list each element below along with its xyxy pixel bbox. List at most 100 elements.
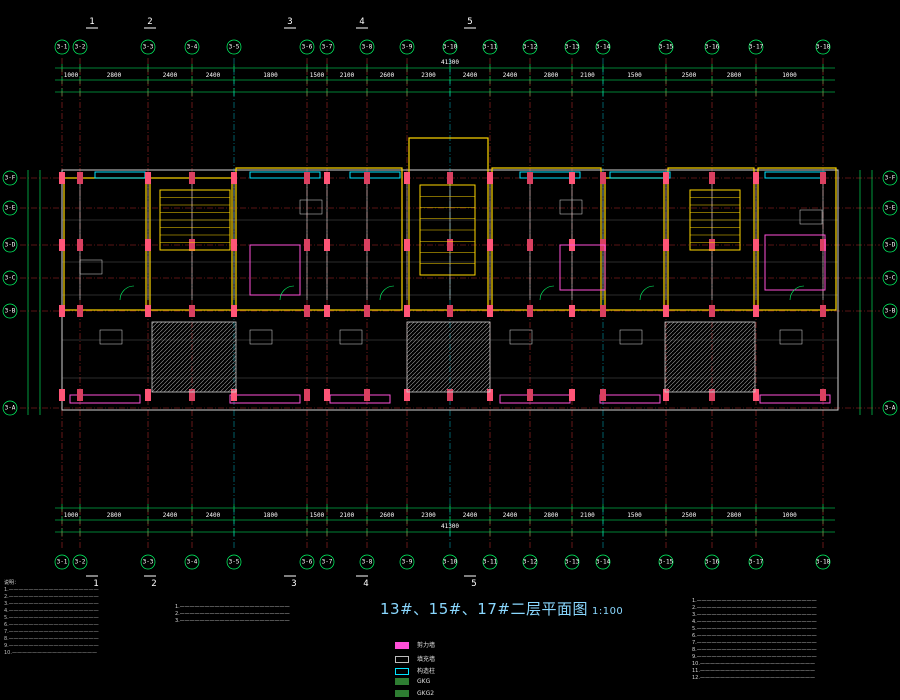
column bbox=[447, 389, 453, 401]
hatched-rooms bbox=[151, 321, 756, 393]
grid-bubble-label: 3-1 bbox=[57, 44, 68, 51]
grid-bubble-label: 3-F bbox=[885, 175, 896, 182]
grid-bubble bbox=[2, 303, 18, 319]
column bbox=[753, 172, 759, 184]
grid-bubble bbox=[54, 554, 70, 570]
legend-label: 剪力墙 bbox=[417, 642, 436, 649]
grid-bubble bbox=[140, 554, 156, 570]
section-mark: 1 bbox=[89, 17, 94, 27]
grid-bubble-label: 3-8 bbox=[362, 559, 373, 566]
grid-bubble-label: 3-14 bbox=[596, 44, 611, 51]
furniture bbox=[339, 329, 363, 345]
highlight-frame bbox=[249, 244, 301, 296]
grid-bubble-label: 3-B bbox=[5, 308, 16, 315]
grid-bubble-label: 3-6 bbox=[302, 44, 313, 51]
segment-dimension: 1800 bbox=[263, 72, 278, 79]
grid-bubble bbox=[704, 39, 720, 55]
column bbox=[231, 172, 237, 184]
grid-bubble-label: 3-3 bbox=[143, 559, 154, 566]
grid-bubble bbox=[815, 554, 831, 570]
segment-dimension: 2800 bbox=[544, 72, 559, 79]
furniture bbox=[299, 199, 323, 215]
column bbox=[324, 172, 330, 184]
segment-dimension: 2500 bbox=[682, 512, 697, 519]
grid-bubble-label: 3-F bbox=[5, 175, 16, 182]
segment-dimension: 2400 bbox=[463, 72, 478, 79]
column bbox=[324, 305, 330, 317]
grid-bubble bbox=[522, 554, 538, 570]
balcony bbox=[69, 394, 141, 404]
segment-dimension: 2400 bbox=[503, 72, 518, 79]
grid-bubble bbox=[359, 554, 375, 570]
segment-dimension: 2400 bbox=[206, 512, 221, 519]
balcony bbox=[609, 171, 671, 179]
balcony bbox=[94, 171, 146, 179]
grid-bubble bbox=[72, 554, 88, 570]
column bbox=[753, 305, 759, 317]
grid-bubble-label: 3-2 bbox=[75, 44, 86, 51]
section-mark: 2 bbox=[151, 579, 156, 589]
segment-dimension: 2100 bbox=[580, 512, 595, 519]
column bbox=[404, 172, 410, 184]
grid-bubble-label: 3-4 bbox=[187, 44, 198, 51]
grid-bubble-label: 3-8 bbox=[362, 44, 373, 51]
column bbox=[189, 389, 195, 401]
column bbox=[145, 305, 151, 317]
grid-bubble-label: 3-A bbox=[885, 405, 896, 412]
section-mark: 4 bbox=[363, 579, 368, 589]
column bbox=[364, 305, 370, 317]
hatched-room bbox=[406, 321, 491, 393]
grid-bubble bbox=[882, 270, 898, 286]
column bbox=[600, 305, 606, 317]
segment-dimension: 2100 bbox=[340, 512, 355, 519]
column bbox=[304, 305, 310, 317]
grid-bubble bbox=[226, 39, 242, 55]
grid-bubble-label: 3-16 bbox=[705, 44, 720, 51]
column bbox=[59, 389, 65, 401]
grid-bubble bbox=[704, 554, 720, 570]
legend-item-4: GKG bbox=[395, 678, 430, 685]
grid-bubble bbox=[399, 39, 415, 55]
grid-bubble bbox=[359, 39, 375, 55]
segment-dimension: 2300 bbox=[421, 72, 436, 79]
column bbox=[77, 389, 83, 401]
segment-dimension: 2400 bbox=[163, 72, 178, 79]
segment-dimension: 2100 bbox=[580, 72, 595, 79]
grid-bubble-label: 3-17 bbox=[749, 44, 764, 51]
grid-bubble-label: 3-1 bbox=[57, 559, 68, 566]
furniture bbox=[799, 209, 823, 225]
unit-walls bbox=[235, 167, 403, 311]
legend-label: 填充墙 bbox=[417, 656, 436, 663]
door-swing bbox=[789, 285, 805, 301]
section-mark: 5 bbox=[467, 17, 472, 27]
notes-mid: 1.—————————————————————— 2.—————————————… bbox=[175, 604, 290, 624]
grid-bubble bbox=[140, 39, 156, 55]
legend-label: GKG bbox=[417, 678, 431, 685]
column bbox=[569, 305, 575, 317]
grid-bubble-label: 3-10 bbox=[443, 44, 458, 51]
segment-dimension: 2600 bbox=[380, 512, 395, 519]
column bbox=[820, 389, 826, 401]
column bbox=[709, 305, 715, 317]
grid-bubble bbox=[442, 554, 458, 570]
column bbox=[663, 389, 669, 401]
column bbox=[145, 172, 151, 184]
segment-dimension: 2400 bbox=[503, 512, 518, 519]
legend-item-1: 剪力墙 bbox=[395, 640, 435, 649]
grid-bubble-label: 3-11 bbox=[483, 559, 498, 566]
column bbox=[189, 239, 195, 251]
column bbox=[709, 172, 715, 184]
grid-bubble-label: 3-9 bbox=[402, 559, 413, 566]
legend-label: GKG2 bbox=[417, 690, 435, 697]
segment-dimension: 2300 bbox=[421, 512, 436, 519]
column bbox=[709, 389, 715, 401]
segment-dimension: 2800 bbox=[727, 72, 742, 79]
segment-dimension: 1500 bbox=[627, 72, 642, 79]
balcony bbox=[519, 171, 581, 179]
grid-bubble-label: 3-9 bbox=[402, 44, 413, 51]
column bbox=[820, 305, 826, 317]
furniture bbox=[509, 329, 533, 345]
door-swing bbox=[379, 285, 395, 301]
grid-bubble-label: 3-5 bbox=[229, 559, 240, 566]
